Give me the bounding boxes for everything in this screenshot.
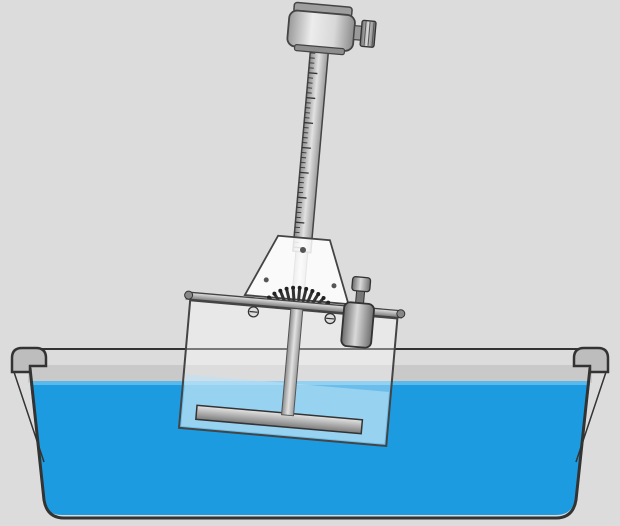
scale-tick: [295, 221, 305, 224]
fin-tip: [297, 285, 302, 290]
water-tank: [10, 346, 610, 520]
side-clamp[interactable]: [340, 276, 377, 349]
graduated-scale: [292, 41, 330, 254]
fin-tip: [291, 285, 296, 290]
tank-outline: [28, 367, 592, 520]
water-body: [30, 383, 590, 515]
dial-gauge-icon: [286, 1, 377, 56]
scale-tick: [304, 121, 314, 124]
knurled-screw-icon[interactable]: [351, 276, 372, 293]
tank-rim-right: [572, 346, 610, 374]
scale-tick: [306, 97, 316, 100]
bracket-screw: [331, 283, 337, 289]
fin-tip: [321, 295, 326, 300]
scale-tick: [308, 72, 318, 75]
rail-end-right: [396, 309, 406, 319]
depth-gauge-apparatus: [177, 1, 406, 448]
fin-tip: [316, 292, 321, 297]
bottom-plate: [195, 404, 364, 435]
fin-tip: [284, 286, 289, 291]
knurled-screw-icon[interactable]: [352, 19, 377, 48]
tank-outer-wall-left: [13, 371, 45, 463]
scale-tick: [297, 196, 307, 199]
tank-back-wall: [28, 365, 592, 383]
scale-tick: [301, 146, 311, 149]
fin-tip: [304, 286, 309, 291]
rail-end-left: [184, 290, 194, 300]
fin-tip: [310, 288, 315, 293]
fin-tip: [278, 288, 283, 293]
scale-ticks: [293, 47, 320, 249]
tank-rim-left: [10, 346, 48, 374]
tank-outer-wall-right: [575, 371, 607, 463]
water-surface: [30, 381, 590, 385]
bracket-screw: [263, 277, 269, 283]
bracket-screw: [299, 246, 306, 253]
fin-tip: [272, 291, 277, 296]
clamp-body: [340, 301, 375, 349]
scale-tick: [299, 171, 309, 174]
